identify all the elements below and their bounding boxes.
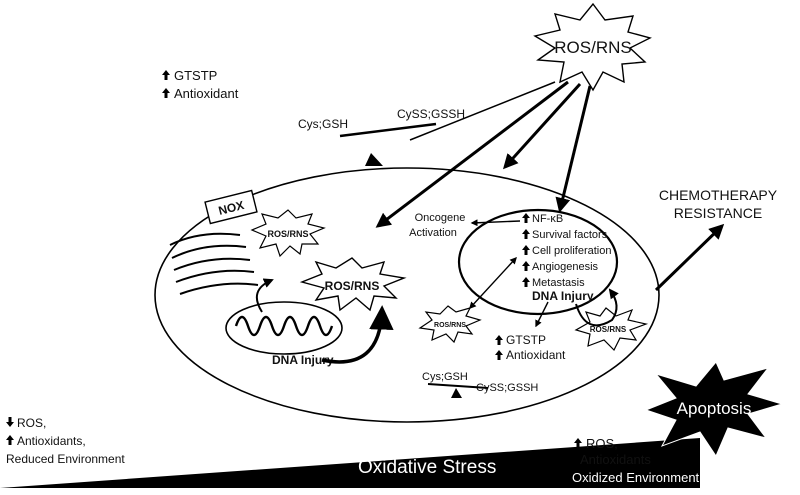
- angiogenesis-label: Angiogenesis: [532, 261, 599, 273]
- arrow-ros-to-gsh-balance: [409, 81, 556, 141]
- ros-rns-top-burst: [533, 2, 652, 92]
- ros-rns-left-small-label: ROS/RNS: [434, 322, 466, 329]
- up-arrow-icon: [162, 88, 170, 98]
- arrow-ros-to-cell: [375, 80, 569, 228]
- reduced-env-label: Reduced Environment: [6, 452, 125, 466]
- cys-gsh-bottom-label: Cys;GSH: [422, 371, 468, 383]
- cyss-gssh-top-label: CySS;GSSH: [397, 107, 465, 121]
- arrow-nfkb-to-oncogene: [470, 219, 521, 227]
- oxidative-stress-label: Oxidative Stress: [358, 457, 496, 478]
- arrow-ros-to-nucleus: [555, 85, 592, 213]
- activation-label: Activation: [409, 227, 457, 239]
- balance-beam-bottom: [427, 383, 489, 389]
- nox-box: [204, 189, 258, 225]
- nfkb-label: NF-κB: [532, 213, 563, 225]
- ros-rns-mito-label: ROS/RNS: [325, 279, 380, 293]
- dna-injury-nucleus-label: DNA Injury: [532, 289, 594, 303]
- gtstp-top-label: GTSTP: [174, 68, 217, 83]
- arrow-small-ros-to-nucleus: [469, 256, 517, 310]
- mitochondrion: [225, 301, 343, 355]
- cyss-gssh-bottom-label: CySS;GSSH: [476, 382, 538, 394]
- ros-right-label: ROS,: [586, 436, 618, 451]
- dna-injury-mito-label: DNA Injury: [272, 353, 334, 367]
- arrow-mito-loop-right: [321, 305, 394, 364]
- oxidative-stress-wedge: [0, 438, 700, 488]
- arrow-nucleus-loop: [575, 288, 619, 327]
- antioxidants-left-label: Antioxidants,: [17, 434, 86, 448]
- chemo-line2-label: RESISTANCE: [674, 205, 762, 221]
- up-arrow-icon: [574, 438, 582, 448]
- ros-rns-right-small-burst: [574, 307, 649, 352]
- balance-fulcrum-top: [365, 153, 383, 166]
- arrow-mito-loop-left: [255, 278, 274, 313]
- up-arrow-icon: [495, 350, 503, 360]
- ros-rns-nox-burst: [250, 209, 326, 258]
- nucleus-factor-list: NF-κB Survival factors Cell proliferatio…: [522, 213, 611, 289]
- survival-label: Survival factors: [532, 229, 608, 241]
- arrow-nucleus-to-gtstp: [535, 301, 549, 328]
- gtstp-cell-label: GTSTP: [506, 333, 546, 347]
- ros-rns-left-small-burst: [418, 305, 482, 344]
- ros-rns-mito-burst: [299, 257, 407, 312]
- arrow-ros-to-cytoplasm: [502, 82, 582, 170]
- metastasis-label: Metastasis: [532, 277, 585, 289]
- up-arrow-icon: [162, 70, 170, 80]
- oncogene-label: Oncogene: [415, 212, 466, 224]
- antioxidant-cell-label: Antioxidant: [506, 348, 566, 362]
- nox-label: NOX: [217, 198, 246, 218]
- proliferation-label: Cell proliferation: [532, 245, 611, 257]
- apoptosis-label: Apoptosis: [677, 399, 752, 418]
- oxidized-env-label: Oxidized Environment: [572, 470, 700, 485]
- ros-rns-right-small-label: ROS/RNS: [590, 325, 627, 334]
- apoptosis-burst: [644, 361, 784, 458]
- up-arrow-icon: [495, 335, 503, 345]
- ros-rns-nox-label: ROS/RNS: [267, 229, 308, 239]
- endoplasmic-reticulum: [169, 232, 259, 295]
- ros-rns-top-label: ROS/RNS: [554, 38, 631, 57]
- arrow-to-chemo-resistance: [654, 223, 725, 292]
- up-arrow-icon: [6, 435, 14, 445]
- antioxidants-right-label: Antioxidants: [580, 452, 651, 467]
- ros-left-label: ROS,: [17, 416, 46, 430]
- chemo-line1-label: CHEMOTHERAPY: [659, 187, 778, 203]
- down-arrow-icon: [6, 417, 14, 427]
- balance-fulcrum-bottom: [451, 388, 462, 398]
- cys-gsh-top-label: Cys;GSH: [298, 117, 348, 131]
- cell-membrane: [154, 167, 660, 423]
- antioxidant-top-label: Antioxidant: [174, 86, 239, 101]
- balance-beam-top: [339, 122, 437, 138]
- nucleus: [457, 208, 619, 316]
